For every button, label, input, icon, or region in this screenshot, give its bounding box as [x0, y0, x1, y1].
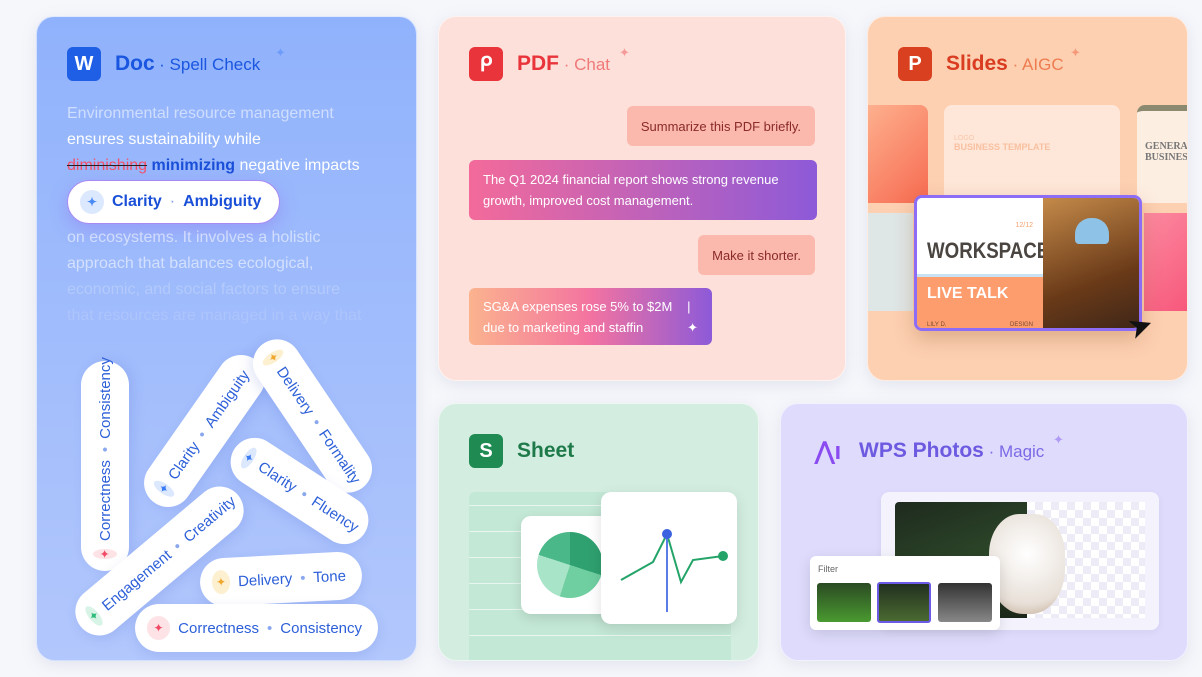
- template-thumb[interactable]: [1144, 213, 1187, 311]
- slides-header: P Slides · AIGC: [898, 47, 1064, 81]
- photos-header: ⋀ı WPS Photos · Magic: [811, 434, 1045, 468]
- sparkle-icon: ✦: [211, 569, 231, 595]
- suggested-word[interactable]: minimizing: [151, 157, 236, 174]
- misspelled-word[interactable]: diminishing: [67, 157, 148, 174]
- sparkle-icon: ✦: [82, 603, 106, 629]
- doc-header: W Doc · Spell Check: [67, 47, 260, 81]
- user-message: Summarize this PDF briefly.: [626, 106, 815, 146]
- sparkle-icon: ✦: [151, 477, 177, 500]
- ai-message-typing: SG&A expenses rose 5% to $2M due to mark…: [469, 288, 712, 345]
- sheet-title: Sheet: [517, 439, 575, 462]
- filter-thumb-selected[interactable]: [877, 582, 931, 623]
- spreadsheet-icon: S: [469, 434, 503, 468]
- doc-title: Doc: [115, 52, 155, 75]
- pdf-card[interactable]: ᑭ PDF · Chat ✦ Summarize this PDF briefl…: [438, 16, 846, 381]
- filter-label: Filter: [818, 564, 838, 574]
- sparkle-icon: ✦: [238, 445, 260, 471]
- ai-message: The Q1 2024 financial report shows stron…: [469, 160, 817, 220]
- slides-subtitle: AIGC: [1022, 55, 1064, 74]
- tag-pill[interactable]: ✦Correctness•Consistency: [81, 357, 129, 571]
- sparkle-icon: ✦: [619, 45, 630, 60]
- sparkle-icon: ✦: [93, 548, 117, 559]
- cursor-icon: ➤: [1123, 306, 1159, 347]
- pdf-header: ᑭ PDF · Chat: [469, 47, 610, 81]
- template-thumb[interactable]: LOGO BUSINESS TEMPLATE: [944, 105, 1120, 203]
- template-thumb[interactable]: [868, 105, 928, 203]
- tag-pill[interactable]: ✦Delivery•Tone: [198, 550, 364, 608]
- line-chart-widget: [601, 492, 737, 624]
- sparkle-icon: ✦: [260, 346, 286, 369]
- pdf-title: PDF: [517, 52, 559, 75]
- doc-paragraph: Environmental resource management ensure…: [67, 105, 362, 324]
- template-thumb[interactable]: [868, 213, 913, 311]
- sparkle-icon: ✦: [1053, 432, 1064, 447]
- pie-chart: [537, 532, 603, 598]
- dog-cutout: [989, 514, 1065, 614]
- image-canvas: [881, 492, 1159, 630]
- person-photo: [1043, 198, 1139, 328]
- featured-slide[interactable]: 12/12 WORKSPACE LIVE TALK LILY D. DESIGN: [914, 195, 1142, 331]
- template-thumb[interactable]: GENERAL BUSINESS: [1137, 105, 1187, 203]
- doc-subtitle: Spell Check: [169, 55, 261, 74]
- slides-title: Slides: [946, 52, 1008, 75]
- word-icon: W: [67, 47, 101, 81]
- line-chart: [620, 529, 728, 612]
- tag-pill[interactable]: ✦Correctness•Consistency: [135, 604, 378, 652]
- doc-card[interactable]: W Doc · Spell Check ✦ Environmental reso…: [36, 16, 417, 661]
- sparkle-icon: ✦: [275, 45, 286, 60]
- sparkle-icon: ✦: [80, 190, 104, 214]
- pdf-subtitle: Chat: [574, 55, 611, 74]
- filter-thumb-original[interactable]: [817, 583, 871, 622]
- sparkle-icon: ✦: [147, 616, 171, 640]
- sheet-header: S Sheet: [469, 434, 574, 468]
- presentation-icon: P: [898, 47, 932, 81]
- photos-card[interactable]: ⋀ı WPS Photos · Magic ✦ Filter: [780, 403, 1188, 661]
- photos-title: WPS Photos: [859, 439, 984, 462]
- sparkle-icon: |✦: [687, 298, 699, 335]
- user-message: Make it shorter.: [698, 235, 815, 275]
- suggestion-popup[interactable]: ✦ Clarity·Ambiguity: [67, 180, 281, 224]
- filter-thumb-mono[interactable]: [938, 583, 992, 622]
- photos-logo-icon: ⋀ı: [814, 437, 842, 465]
- sheet-card[interactable]: S Sheet: [438, 403, 759, 661]
- filter-panel: Filter: [810, 556, 1000, 630]
- pdf-icon: ᑭ: [469, 47, 503, 81]
- sparkle-icon: ✦: [1070, 45, 1081, 60]
- tag-pill-cluster: ✦Correctness•Consistency ✦Clarity•Ambigu…: [37, 37, 416, 660]
- photos-subtitle: Magic: [998, 442, 1045, 461]
- slides-card[interactable]: P Slides · AIGC ✦ LOGO BUSINESS TEMPLATE…: [867, 16, 1188, 381]
